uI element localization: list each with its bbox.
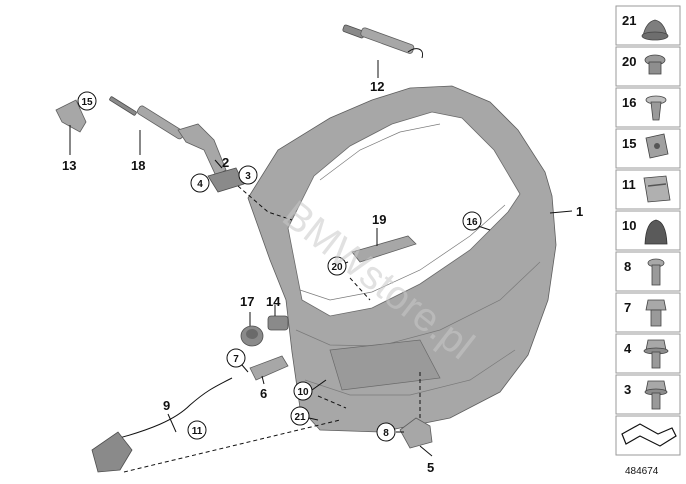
document-number: 484674 xyxy=(625,466,659,477)
svg-text:11: 11 xyxy=(622,177,636,192)
svg-text:20: 20 xyxy=(331,262,343,273)
svg-text:3: 3 xyxy=(624,382,631,397)
svg-text:8: 8 xyxy=(624,259,631,274)
svg-text:3: 3 xyxy=(245,171,251,182)
cable-actuator-part[interactable] xyxy=(91,377,233,473)
bolt-7-icon xyxy=(645,299,667,327)
callout-14: 14 xyxy=(266,294,281,309)
sidebar-cell-7[interactable] xyxy=(615,292,681,333)
callout-18: 18 xyxy=(131,158,145,173)
parts-sidebar: 21 20 16 15 11 10 8 7 4 3 xyxy=(615,5,681,477)
clip-nut-icon xyxy=(644,54,666,75)
svg-text:7: 7 xyxy=(624,300,631,315)
rubber-buffer-icon xyxy=(644,219,668,245)
svg-text:10: 10 xyxy=(297,387,309,398)
gas-strut-upper-part[interactable] xyxy=(342,24,424,59)
svg-text:21: 21 xyxy=(294,412,306,423)
nut-clip-icon xyxy=(645,133,669,159)
sidebar-cell-8[interactable] xyxy=(615,251,681,292)
svg-text:4: 4 xyxy=(197,179,203,190)
callout-6: 6 xyxy=(260,386,267,401)
callout-2: 2 xyxy=(222,155,229,170)
gas-strut-left-part[interactable] xyxy=(109,96,185,140)
callout-21-circle: 21 xyxy=(290,406,310,426)
striker-part[interactable] xyxy=(399,417,433,449)
svg-text:15: 15 xyxy=(81,97,93,108)
callout-8-circle: 8 xyxy=(376,422,396,442)
svg-text:8: 8 xyxy=(383,428,389,439)
svg-text:16: 16 xyxy=(622,95,636,110)
callout-20-circle: 20 xyxy=(327,256,347,276)
callout-11-circle: 11 xyxy=(187,420,207,440)
callout-7-circle: 7 xyxy=(226,348,246,368)
callout-3-circle: 3 xyxy=(238,165,258,185)
callout-1: 1 xyxy=(576,204,583,219)
callout-10-circle: 10 xyxy=(293,381,313,401)
callout-17: 17 xyxy=(240,294,254,309)
svg-text:20: 20 xyxy=(622,54,636,69)
sidebar-cell-16[interactable] xyxy=(615,87,681,128)
hex-bolt-4-icon xyxy=(643,339,669,369)
svg-text:7: 7 xyxy=(233,354,239,365)
svg-text:21: 21 xyxy=(622,13,636,28)
handle-strip-part[interactable] xyxy=(351,235,417,263)
svg-text:10: 10 xyxy=(622,218,636,233)
switch-part[interactable] xyxy=(249,355,289,381)
sensor-part[interactable] xyxy=(267,315,289,331)
sidebar-cell-20[interactable] xyxy=(615,46,681,87)
bump-stop-part[interactable] xyxy=(240,325,264,347)
svg-text:11: 11 xyxy=(192,426,203,437)
callout-12: 12 xyxy=(370,79,384,94)
svg-text:16: 16 xyxy=(466,217,478,228)
bracket-part[interactable] xyxy=(55,99,87,133)
screw-8-icon xyxy=(647,258,665,286)
callout-4-circle: 4 xyxy=(190,173,210,193)
grommet-icon xyxy=(641,19,669,41)
svg-text:4: 4 xyxy=(624,341,632,356)
callout-13: 13 xyxy=(62,158,76,173)
callout-16-circle: 16 xyxy=(462,211,482,231)
cable-clip-icon xyxy=(643,175,671,203)
callout-9: 9 xyxy=(163,398,170,413)
hex-bolt-3-icon xyxy=(644,380,668,410)
tailgate-part[interactable] xyxy=(247,85,557,433)
callout-5: 5 xyxy=(427,460,434,475)
callout-19: 19 xyxy=(372,212,386,227)
hinge-part[interactable] xyxy=(177,123,245,193)
svg-text:15: 15 xyxy=(622,136,636,151)
callout-15-circle: 15 xyxy=(77,91,97,111)
navigation-arrow-icon xyxy=(621,423,677,447)
expanding-rivet-icon xyxy=(645,95,667,121)
